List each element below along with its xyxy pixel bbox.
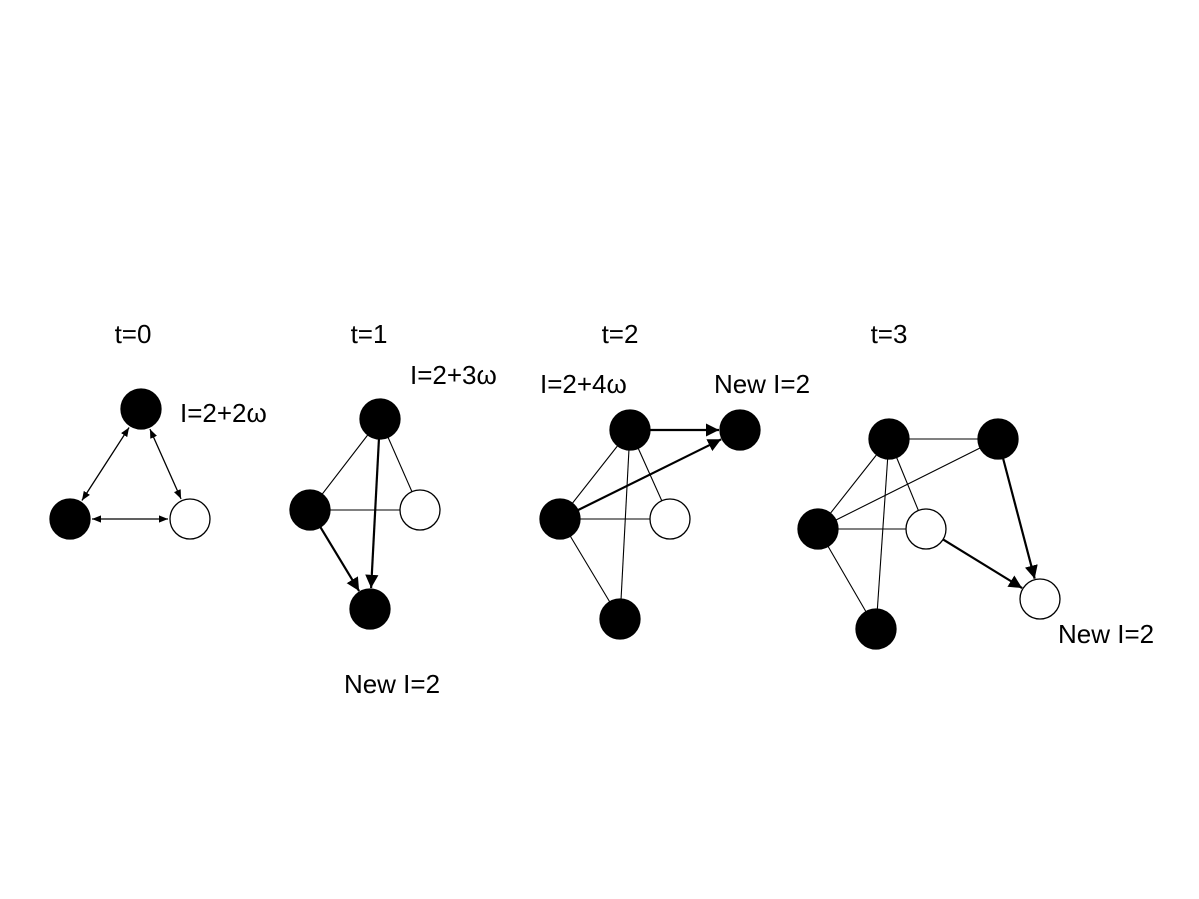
edge-line (817, 438, 999, 530)
nodes-layer (49, 388, 1061, 650)
panel-annotation: I=2+4ω (540, 369, 627, 399)
directed-edge-arrow (319, 526, 361, 592)
filled-node (855, 608, 897, 650)
filled-node (539, 498, 581, 540)
empty-node (399, 489, 441, 531)
panel-annotation: New I=2 (344, 669, 440, 699)
filled-node (977, 418, 1019, 460)
filled-node (868, 418, 910, 460)
time-label: t=2 (602, 319, 639, 349)
filled-node (609, 409, 651, 451)
edge-line (875, 438, 890, 630)
panel-annotation: New I=2 (1058, 619, 1154, 649)
directed-edge-arrow (577, 438, 722, 512)
empty-node (169, 498, 211, 540)
filled-node (49, 498, 91, 540)
filled-node (349, 588, 391, 630)
filled-node (797, 508, 839, 550)
filled-node (599, 598, 641, 640)
time-label: t=3 (871, 319, 908, 349)
edge-line (619, 429, 631, 620)
filled-node (359, 398, 401, 440)
panel-annotation: I=2+2ω (180, 398, 267, 428)
filled-node (120, 388, 162, 430)
directed-edge-arrow (365, 438, 381, 589)
filled-node (289, 489, 331, 531)
directed-edge-arrow (1002, 458, 1038, 579)
panel-annotation: New I=2 (714, 369, 810, 399)
panel-annotation: I=2+3ω (410, 360, 497, 390)
directed-edge-arrow (942, 538, 1023, 589)
empty-node (905, 508, 947, 550)
time-label: t=1 (351, 319, 388, 349)
empty-node (649, 498, 691, 540)
bidirectional-edge-arrow (149, 428, 182, 500)
empty-node (1019, 578, 1061, 620)
time-label: t=0 (115, 319, 152, 349)
bidirectional-edge-arrow (81, 427, 130, 501)
filled-node (719, 409, 761, 451)
